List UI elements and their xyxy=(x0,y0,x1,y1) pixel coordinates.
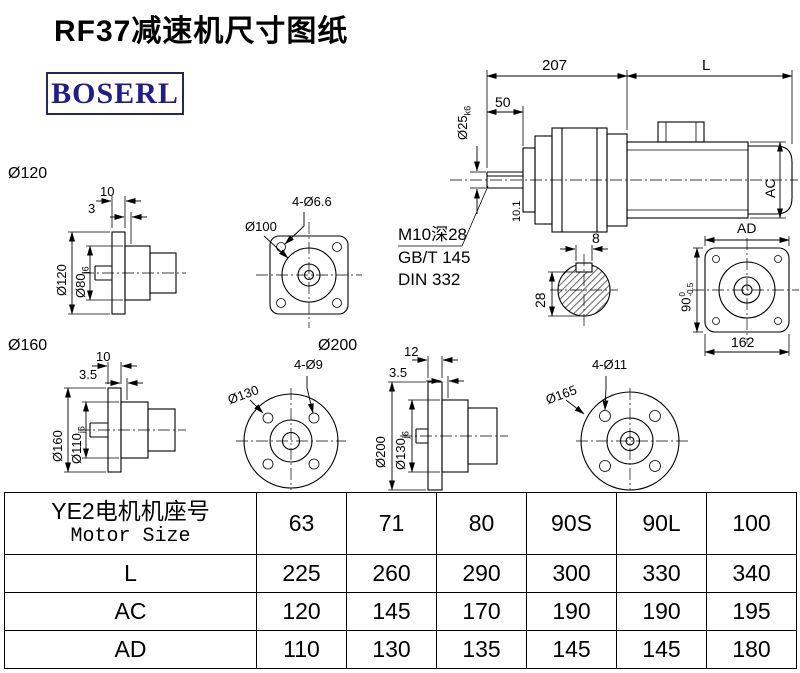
view-label-flange200: Ø200 xyxy=(318,337,358,354)
flange-200-side-view xyxy=(388,356,508,491)
motor-size-header-en: Motor Size xyxy=(70,525,191,549)
value-L-80: 290 xyxy=(436,554,527,593)
shaft-dia-value: Ø25 xyxy=(455,115,470,140)
motor-size-100: 100 xyxy=(706,492,797,555)
motor-size-80: 80 xyxy=(436,492,527,555)
dim-label-f120-spigot: Ø80j6 xyxy=(73,266,91,298)
f160-spigot-fit: j6 xyxy=(76,426,87,434)
value-L-90L: 330 xyxy=(616,554,707,593)
dim-90-tolerance: 0-0.5 xyxy=(678,282,695,297)
dim-label-f200-spigot: Ø130j6 xyxy=(393,431,411,470)
flange-160-side-view xyxy=(64,362,186,473)
note-gb-standard: GB/T 145 xyxy=(398,248,471,267)
value-AC-80: 170 xyxy=(436,592,527,631)
dim-label-207: 207 xyxy=(542,57,568,74)
f200-spigot-value: Ø130 xyxy=(393,438,408,470)
technical-drawing-canvas xyxy=(64,70,799,491)
value-L-63: 225 xyxy=(256,554,347,593)
dim-label-f160-35: 3.5 xyxy=(79,367,98,382)
value-AD-90S: 145 xyxy=(526,630,617,669)
value-AD-90L: 145 xyxy=(616,630,707,669)
dim-label-AC: AC xyxy=(762,178,778,198)
brand-logo-box: BOSERL xyxy=(46,72,184,115)
row-label-L: L xyxy=(4,554,257,593)
motor-size-header-cn: YE2电机机座号 xyxy=(51,497,210,524)
motor-size-90L: 90L xyxy=(616,492,707,555)
view-label-flange120: Ø120 xyxy=(8,165,48,182)
dim-label-f200-35: 3.5 xyxy=(389,365,408,380)
dim-label-f160-10: 10 xyxy=(96,349,111,364)
dim-label-f160-spigot: Ø110j6 xyxy=(69,426,87,464)
dim-label-50: 50 xyxy=(495,94,511,110)
dim-label-f120-od: Ø120 xyxy=(54,264,69,296)
flange-120-side-view xyxy=(68,196,186,315)
dim-label-key-width: 8 xyxy=(592,230,600,246)
dim-label-f200-12: 12 xyxy=(404,344,419,359)
tol-lower: -0.5 xyxy=(686,282,695,297)
dim-label-key-height: 28 xyxy=(532,292,548,308)
dim-label-shaft-dia: Ø25k6 xyxy=(455,105,473,140)
value-AC-71: 145 xyxy=(346,592,437,631)
f160-spigot-value: Ø110 xyxy=(69,433,84,464)
gearbox-front-100-view xyxy=(256,212,362,328)
dim-label-f120-3: 3 xyxy=(88,201,96,216)
row-label-AD: AD xyxy=(4,630,257,669)
dim-label-f200-od: Ø200 xyxy=(373,436,388,468)
dim-label-L: L xyxy=(702,57,711,74)
value-L-71: 260 xyxy=(346,554,437,593)
value-AC-100: 195 xyxy=(706,592,797,631)
shaft-fit-suffix: k6 xyxy=(462,105,473,116)
dim-label-holes-66: 4-Ø6.6 xyxy=(292,194,332,209)
dim-label-f120-10: 10 xyxy=(100,184,115,199)
main-assembly-view xyxy=(398,70,798,247)
shaft-section-view xyxy=(548,245,618,326)
flange-130-front-view xyxy=(236,376,346,490)
table-row-AD: AD 110 130 135 145 145 180 xyxy=(4,630,797,669)
dim-label-dia100: Ø100 xyxy=(245,219,277,234)
table-row-L: L 225 260 290 300 330 340 xyxy=(4,554,797,593)
motor-size-63: 63 xyxy=(256,492,347,555)
value-AD-63: 110 xyxy=(256,630,347,669)
ad-rear-view xyxy=(692,236,799,356)
table-header-row: YE2电机机座号 Motor Size 63 71 80 90S 90L 100 xyxy=(4,492,797,555)
motor-size-header-cell: YE2电机机座号 Motor Size xyxy=(4,492,257,555)
dim-label-holes-11: 4-Ø11 xyxy=(592,357,628,372)
dim-label-AD: AD xyxy=(737,220,757,236)
motor-size-90S: 90S xyxy=(526,492,617,555)
flange-165-front-view xyxy=(565,376,688,491)
note-tap-hole: M10深28 xyxy=(398,225,467,244)
dim-label-f160-od: Ø160 xyxy=(50,430,65,462)
f120-spigot-fit: j6 xyxy=(80,266,91,274)
value-AC-90L: 190 xyxy=(616,592,707,631)
dim-90-value: 90 xyxy=(678,297,694,312)
table-row-AC: AC 120 145 170 190 190 195 xyxy=(4,592,797,631)
note-din-standard: DIN 332 xyxy=(398,270,461,289)
value-AD-71: 130 xyxy=(346,630,437,669)
dim-label-162: 162 xyxy=(731,334,755,350)
value-L-90S: 300 xyxy=(526,554,617,593)
dim-label-key: 10.1 xyxy=(511,200,523,222)
value-L-100: 340 xyxy=(706,554,797,593)
value-AC-63: 120 xyxy=(256,592,347,631)
motor-dimension-table: YE2电机机座号 Motor Size 63 71 80 90S 90L 100… xyxy=(4,492,797,669)
f120-spigot-value: Ø80 xyxy=(73,273,88,298)
value-AC-90S: 190 xyxy=(526,592,617,631)
view-label-flange160: Ø160 xyxy=(8,337,48,354)
brand-logo-text: BOSERL xyxy=(51,76,179,110)
dim-label-holes-9: 4-Ø9 xyxy=(294,357,323,372)
value-AD-100: 180 xyxy=(706,630,797,669)
page-title: RF37减速机尺寸图纸 xyxy=(54,15,349,48)
value-AD-80: 135 xyxy=(436,630,527,669)
motor-size-71: 71 xyxy=(346,492,437,555)
row-label-AC: AC xyxy=(4,592,257,631)
f200-spigot-fit: j6 xyxy=(400,431,411,439)
